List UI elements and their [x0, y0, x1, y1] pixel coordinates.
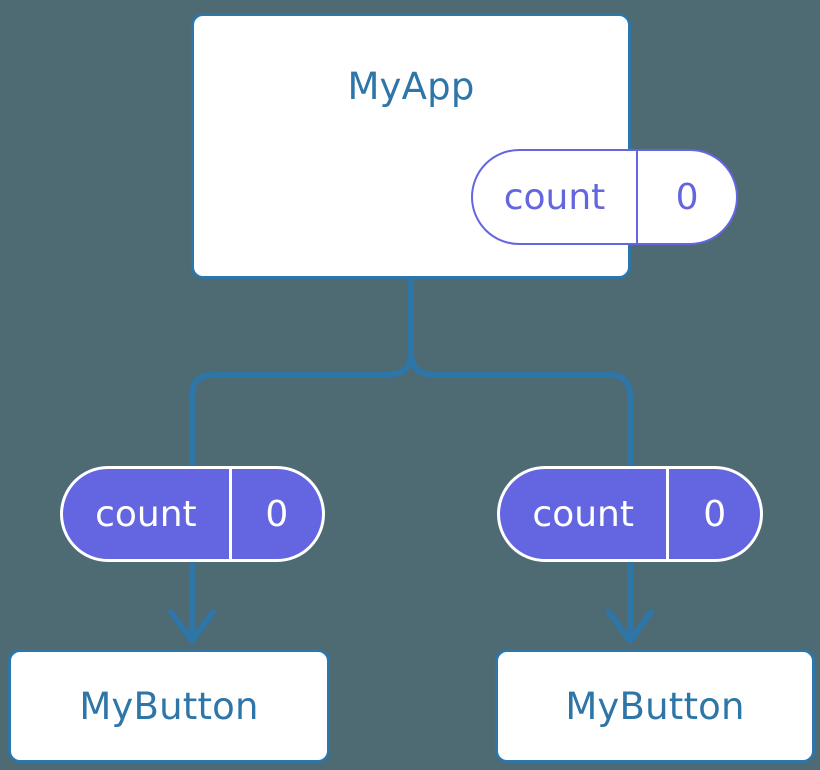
arrow-head-right — [606, 609, 654, 644]
state-pill-child-right[interactable]: count 0 — [497, 466, 763, 562]
component-box-myapp[interactable]: MyApp count 0 — [191, 13, 738, 279]
branch-line-right — [408, 351, 633, 470]
state-pill-child-right-value: 0 — [666, 469, 760, 559]
state-pill-child-left-value: 0 — [228, 469, 322, 559]
branch-line-left — [189, 351, 414, 470]
component-box-mybutton-right[interactable]: MyButton — [495, 649, 815, 763]
arrow-head-left — [168, 609, 216, 644]
state-pill-child-left[interactable]: count 0 — [60, 466, 325, 562]
state-pill-root[interactable]: count 0 — [471, 149, 738, 245]
component-title-mybutton-left: MyButton — [79, 685, 259, 728]
state-pill-child-right-key: count — [532, 493, 634, 535]
component-box-mybutton-left[interactable]: MyButton — [8, 649, 330, 763]
component-title-mybutton-right: MyButton — [565, 685, 745, 728]
state-pill-child-left-key: count — [95, 493, 197, 535]
state-pill-root-key: count — [503, 176, 606, 218]
component-title-myapp: MyApp — [347, 65, 475, 108]
state-pill-root-value: 0 — [636, 151, 736, 243]
